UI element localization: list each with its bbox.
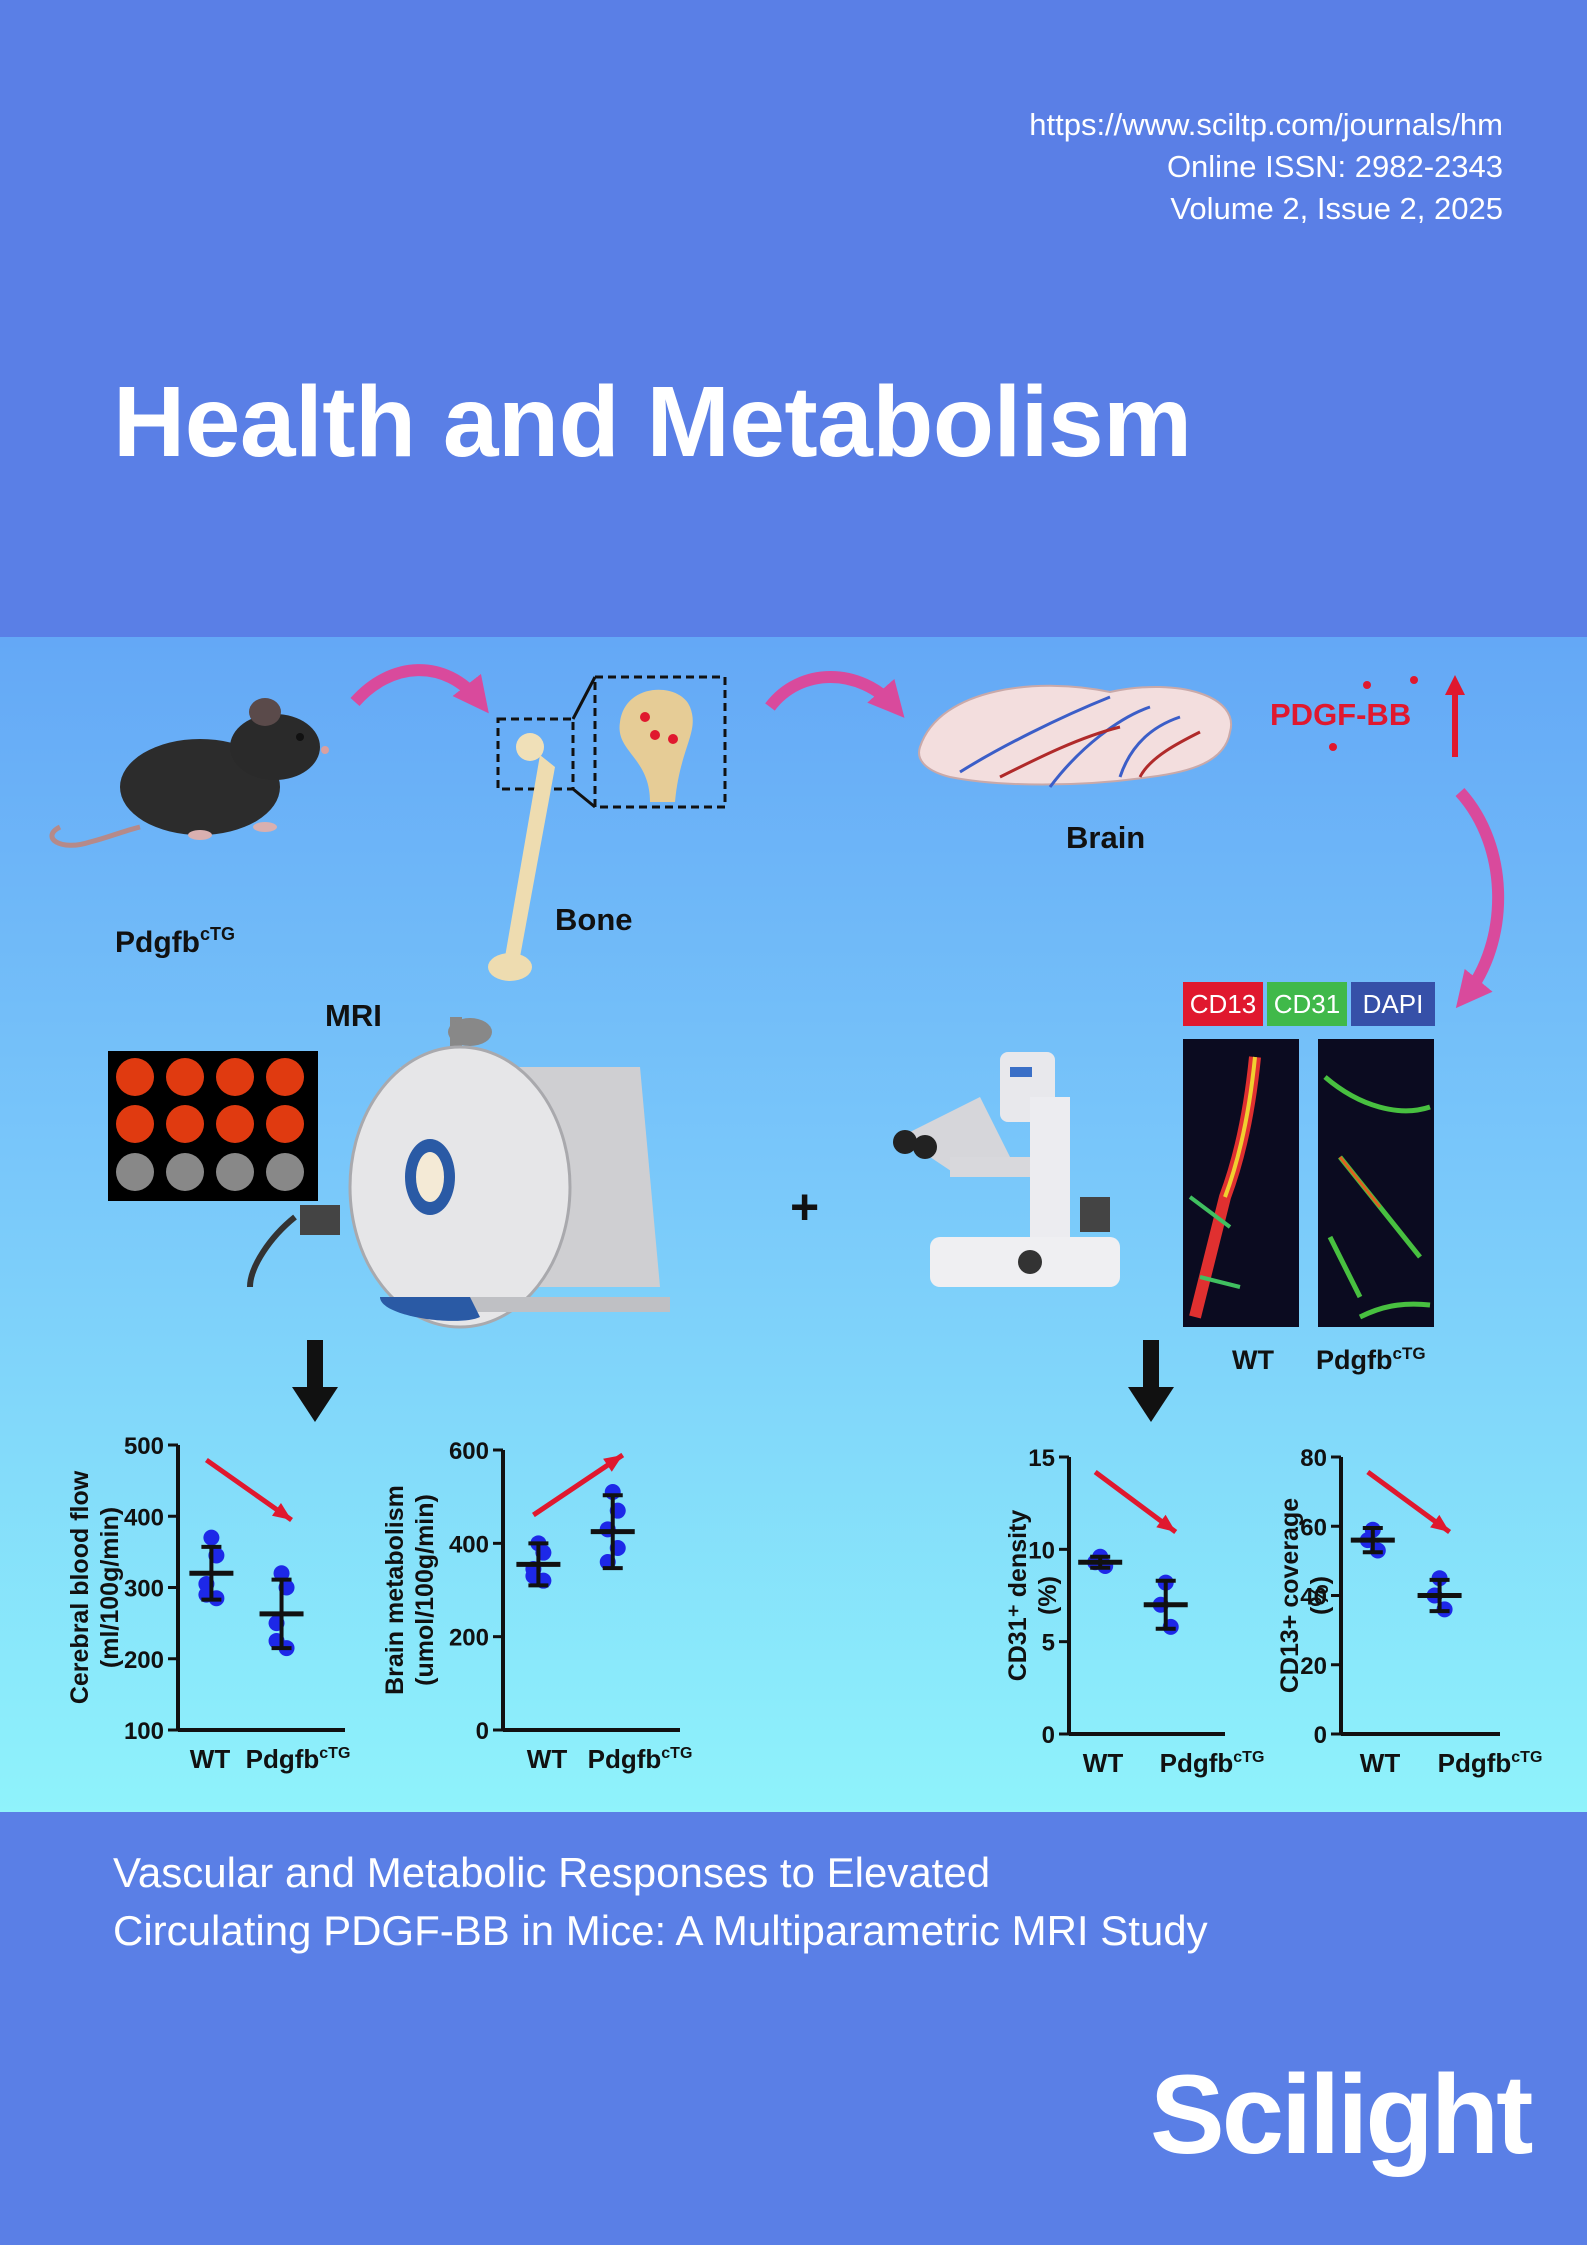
curved-arrow-2 [765,671,905,718]
x-tick-label: PdgfbcTG [1438,1748,1543,1778]
mri-slices [108,1051,318,1201]
curved-arrow-1 [350,664,489,714]
journal-title: Health and Metabolism [113,366,1192,478]
y-tick-label: 300 [124,1576,164,1603]
y-tick-label: 400 [124,1504,164,1531]
y-tick-label: 0 [476,1718,489,1745]
journal-volume: Volume 2, Issue 2, 2025 [1170,191,1503,226]
micrograph-wt-label: WT [1232,1345,1274,1375]
down-arrow-right [1128,1340,1174,1422]
pdgfbb-label: PDGF-BB [1270,697,1411,732]
x-tick-label: WT [1360,1748,1401,1778]
trend-arrow-head [1430,1514,1450,1532]
article-title: Vascular and Metabolic Responses to Elev… [113,1844,1208,1960]
x-tick-label: WT [527,1744,568,1774]
y-tick-label: 10 [1028,1537,1055,1564]
x-tick-label: PdgfbcTG [588,1744,693,1774]
y-tick-label: 200 [449,1625,489,1652]
y-tick-label: 40 [1300,1584,1327,1611]
x-tick-label: PdgfbcTG [1160,1748,1265,1778]
brain-label: Brain [1066,820,1145,855]
microscope-illustration [893,1052,1120,1287]
y-axis-label: CD13+ coverage(%) [1276,1498,1334,1693]
y-tick-label: 0 [1314,1722,1327,1749]
svg-text:CD31: CD31 [1274,989,1340,1019]
mri-scanner [247,1017,670,1329]
trend-arrow-head [271,1503,292,1520]
y-axis-label: CD31⁺ density(%) [1004,1510,1062,1682]
trend-arrow-head [603,1455,623,1472]
x-tick-label: WT [1083,1748,1124,1778]
data-point [273,1565,290,1582]
y-tick-label: 20 [1300,1653,1327,1680]
y-axis-label: Brain metabolism(umol/100g/min) [381,1485,439,1695]
mri-label: MRI [325,998,382,1033]
bone-label: Bone [555,902,633,937]
y-tick-label: 0 [1042,1722,1055,1749]
cover-header: https://www.sciltp.com/journals/hm Onlin… [0,0,1587,637]
stain-dapi [1351,982,1435,1026]
y-tick-label: 60 [1300,1514,1327,1541]
micrograph-wt [1183,1039,1299,1327]
bone-illustration [488,675,727,981]
y-tick-label: 600 [449,1438,489,1465]
stain-cd13 [1183,982,1263,1026]
y-axis-label: Cerebral blood flow(ml/100g/min) [66,1470,124,1704]
curved-arrow-3 [1455,787,1505,1009]
article-title-line1: Vascular and Metabolic Responses to Elev… [113,1849,991,1896]
y-tick-label: 15 [1028,1445,1055,1472]
trend-arrow-head [1156,1514,1176,1532]
micrograph-pdgfb-label: PdgfbcTG [1316,1344,1426,1375]
stain-cd31 [1267,982,1347,1026]
y-tick-label: 400 [449,1531,489,1558]
journal-meta: https://www.sciltp.com/journals/hm Onlin… [1029,104,1503,230]
svg-text:DAPI: DAPI [1363,989,1424,1019]
journal-url[interactable]: https://www.sciltp.com/journals/hm [1029,107,1503,142]
brain-illustration [918,684,1233,788]
y-tick-label: 200 [124,1647,164,1674]
mouse-label: PdgfbcTG [115,924,235,959]
article-title-line2: Circulating PDGF-BB in Mice: A Multipara… [113,1907,1208,1954]
micrograph-pdgfb [1318,1039,1434,1327]
y-tick-label: 100 [124,1718,164,1745]
publisher-logo: Scilight [1150,2052,1533,2177]
data-point [203,1529,220,1546]
abstract-illustration: PdgfbcTG Bone Brain PDGF-BB [49,664,1542,1778]
y-tick-label: 5 [1042,1630,1055,1657]
journal-issn: Online ISSN: 2982-2343 [1166,149,1503,184]
mouse-illustration [49,698,329,848]
x-tick-label: WT [190,1744,231,1774]
y-tick-label: 500 [124,1433,164,1460]
graphical-abstract: PdgfbcTG Bone Brain PDGF-BB [0,637,1587,1812]
y-tick-label: 80 [1300,1445,1327,1472]
svg-text:CD13: CD13 [1190,989,1256,1019]
plus-sign: + [790,1179,819,1235]
x-tick-label: PdgfbcTG [246,1744,351,1774]
down-arrow-left [292,1340,338,1422]
